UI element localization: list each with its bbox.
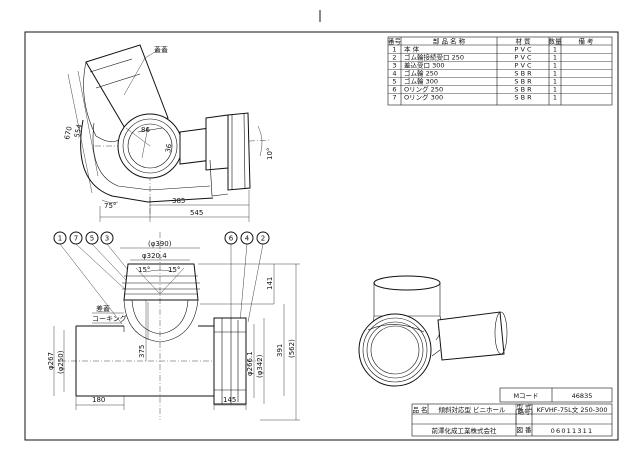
callout-label: 2 [261,235,265,243]
dim-36: 36 [164,143,174,154]
table-cell-material: P V C [514,62,531,70]
iso-view [358,275,508,387]
table-cell-material: S B R [514,94,532,102]
table-header-note: 備 考 [578,37,594,46]
table-cell-material: P V C [514,54,531,62]
table-cell-name: ゴム輪 300 [404,77,438,86]
table-cell-material: S B R [514,86,532,94]
table-cell-qty: 1 [553,94,557,102]
dim-250: (φ250) [57,350,65,374]
dim-10deg: 10° [266,148,274,160]
table-cell-name: ゴム輪 250 [404,69,438,78]
table-cell-qty: 1 [553,62,557,70]
table-header-material: 材 質 [515,37,531,46]
table-cell-name: Oリング 250 [404,85,443,94]
name-value: 傾斜対応型 ビニホール [438,405,506,414]
table-header-no: 番号 [388,38,402,46]
dim-320-4: φ320.4 [142,252,167,260]
table-cell-no: 5 [392,78,396,86]
table-cell-no: 3 [392,62,396,70]
callout-label: 5 [90,235,94,243]
table-cell-name: 差込受口 300 [404,61,444,70]
table-cell-no: 7 [392,94,396,102]
table-cell-qty: 1 [553,78,557,86]
title-block: Mコード 46835 品 名 傾斜対応型 ビニホール 型 式 (略号) KFVH… [411,387,613,437]
drawing-frame [24,31,619,441]
table-cell-qty: 1 [553,46,557,54]
company-name: 前澤化成工業株式会社 [432,426,498,435]
model-label-line1: 型 式 [516,402,532,411]
mcode-label: Mコード [513,392,538,400]
dim-86: 86 [141,126,150,134]
dim-266-1: φ266.1 [246,351,254,376]
table-cell-name: 本 体 [404,45,420,54]
table-cell-no: 2 [392,54,396,62]
dim-545: 545 [190,209,203,217]
docno-value: 06011311 [551,427,594,435]
table-cell-material: S B R [514,78,532,86]
dim-385: 385 [172,197,185,205]
table-cell-name: ゴム輪接続受口 250 [404,53,464,62]
mcode-value: 46835 [572,392,593,400]
dim-342: (φ342) [256,354,264,378]
dim-670: 670 [63,126,74,141]
dim-375: 375 [138,345,146,358]
dim-141: 141 [266,277,274,290]
table-cell-no: 1 [392,46,396,54]
callout-label: 7 [74,235,78,243]
dim-562: (562) [288,339,296,358]
dim-15a: 15° [138,266,150,274]
table-cell-qty: 1 [553,70,557,78]
table-cell-qty: 1 [553,54,557,62]
model-value: KFVHF-75L文 250-300 [536,405,607,414]
dim-180: 180 [92,396,105,404]
table-cell-material: P V C [514,46,531,54]
side-view: 蓋蓋 670 554 86 36 10° 75° 385 545 [63,44,274,222]
dim-75deg: 75° [104,202,116,210]
table-header-name: 部 品 名 称 [433,37,466,46]
table-cell-material: S B R [514,70,532,78]
model-label-line2: (略号) [515,407,533,416]
label-caulk: コーキング [92,314,127,323]
dim-390: (φ390) [148,240,172,248]
dim-391: 391 [276,344,284,357]
docno-label: 図 番 [516,426,532,434]
dim-554: 554 [73,123,84,138]
front-view: 1 7 5 3 6 4 2 [47,231,300,421]
callout-label: 1 [58,235,62,243]
table-cell-name: Oリング 300 [404,93,443,102]
table-cell-qty: 1 [553,86,557,94]
name-label: 品 名 [412,405,427,414]
callout-label: 4 [245,235,250,243]
dim-145: 145 [223,396,236,404]
table-cell-no: 4 [392,70,396,78]
table-cell-no: 6 [392,86,396,94]
callout-label: 3 [105,235,109,243]
dim-15b: 15° [168,266,180,274]
table-header-qty: 数量 [549,37,563,46]
label-cap: 蓋蓋 [154,45,168,54]
dim-267: φ267 [47,352,55,370]
label-insert: 差蓋 [96,304,110,313]
callout-label: 6 [229,235,234,243]
